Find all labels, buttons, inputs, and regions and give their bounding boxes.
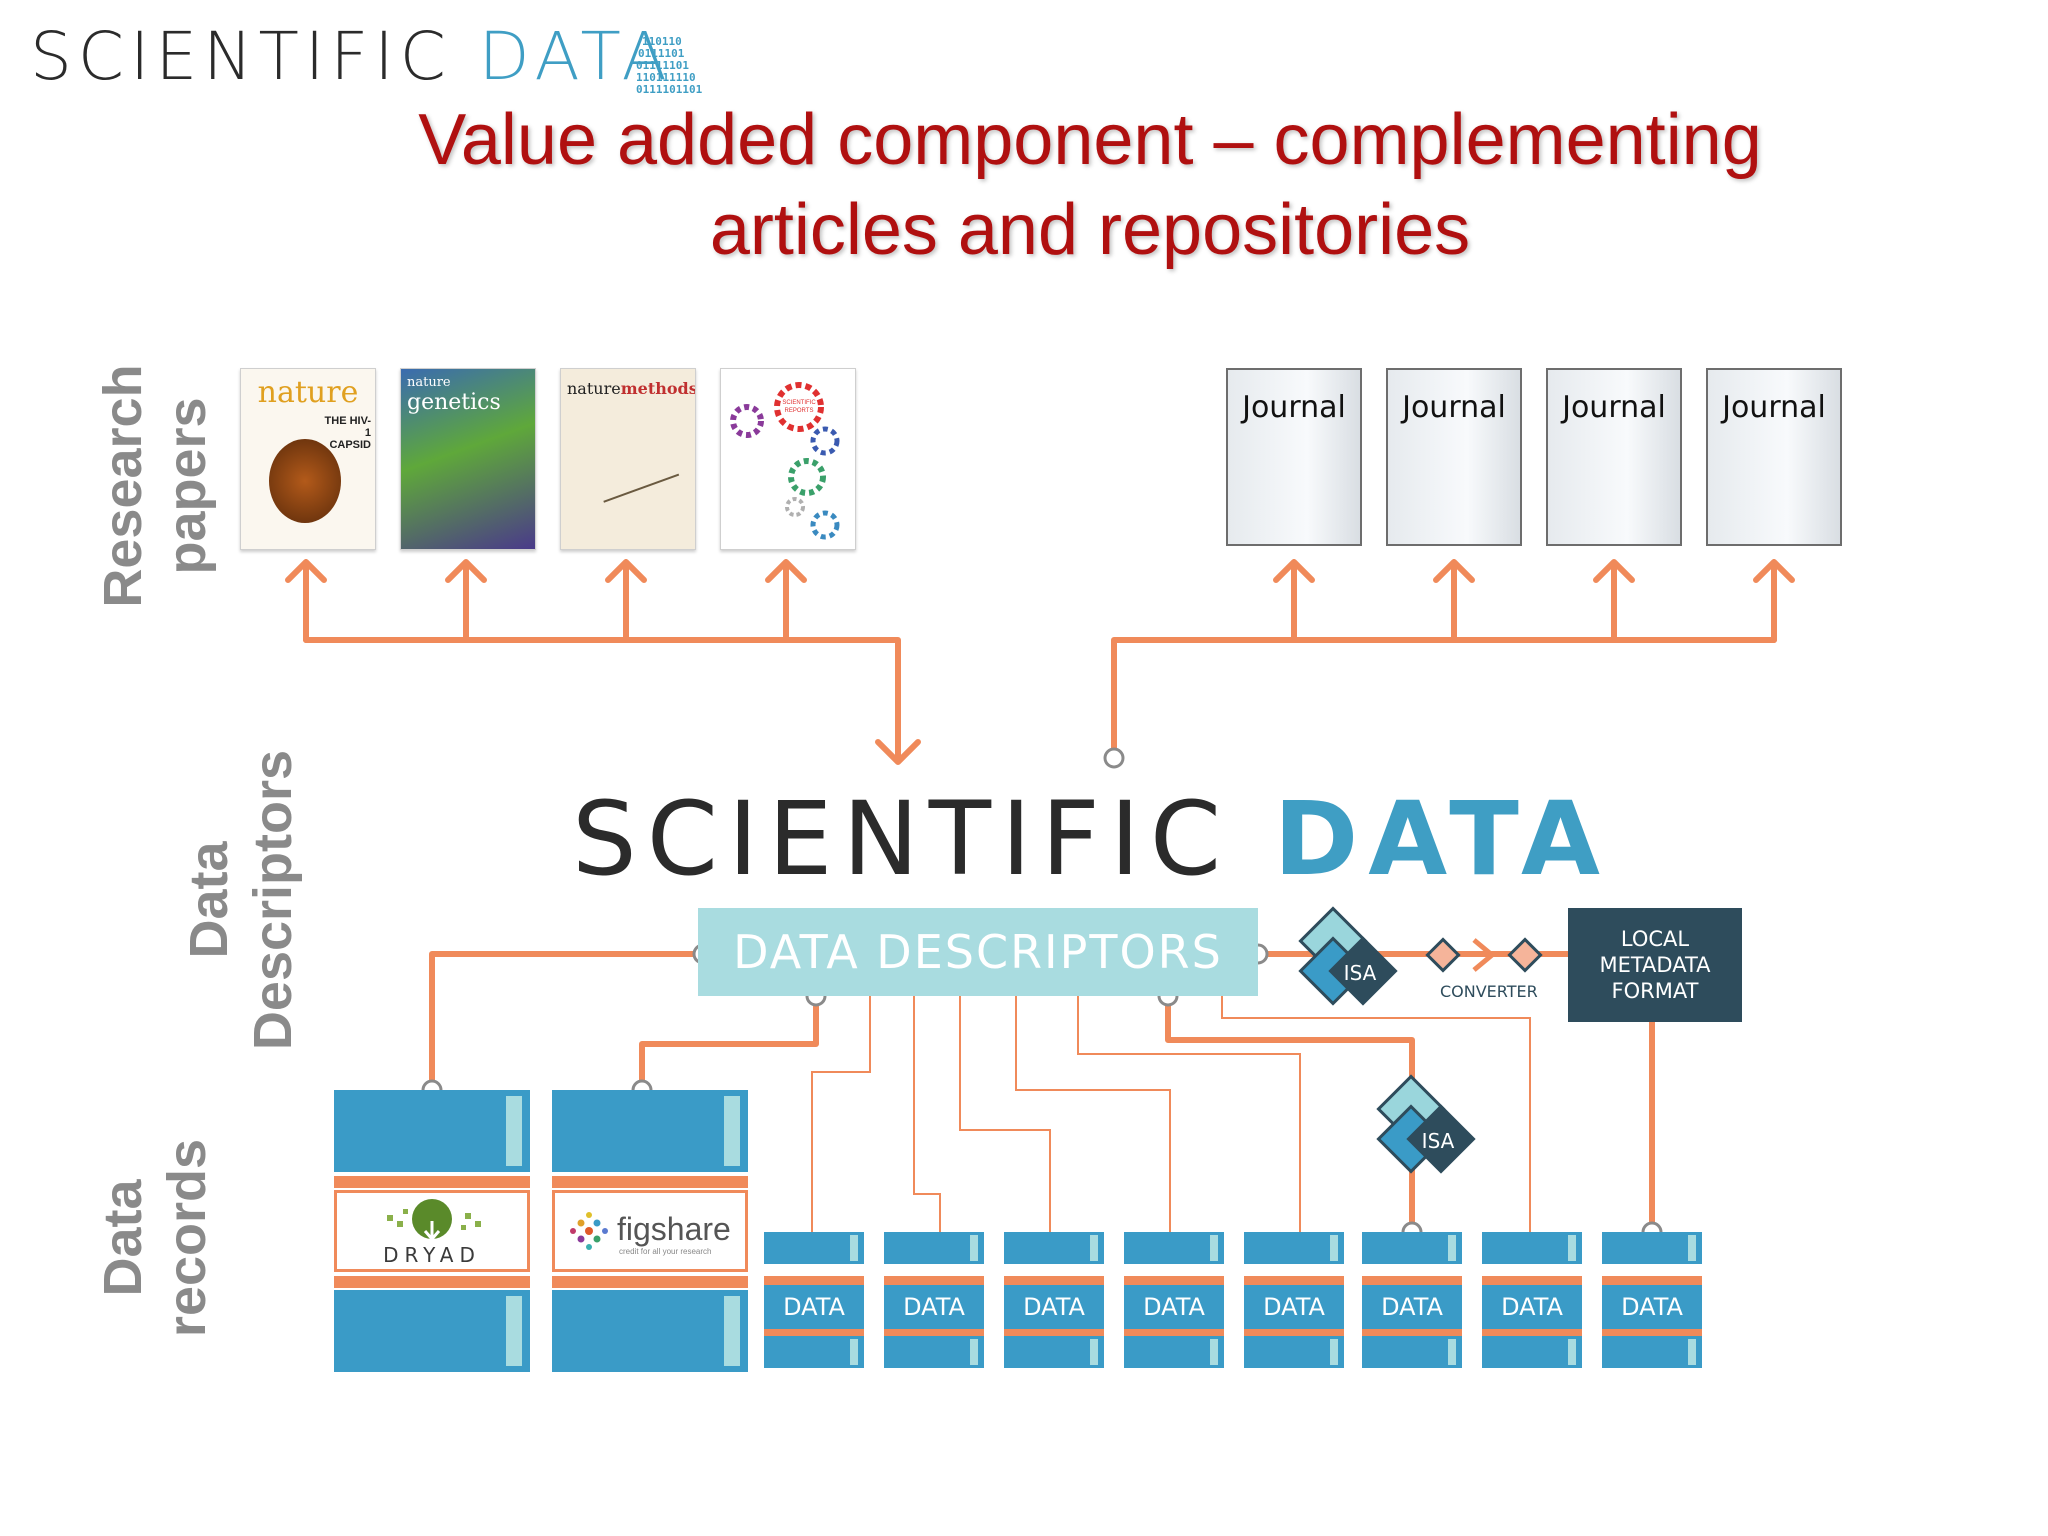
arrow-to-nature (285, 559, 327, 643)
thin-line-data-5 (1077, 996, 1301, 1232)
binary-line: 0111101 (638, 47, 685, 60)
cover-headline: nature (257, 375, 359, 410)
cover-subtitle: THE HIV-1 CAPSID (324, 415, 371, 451)
thin-line-data-7 (1221, 996, 1531, 1232)
local-metadata-line: METADATA (1599, 953, 1711, 977)
cover-subtitle: genetics (407, 390, 501, 415)
line-to-data-6 (1165, 993, 1415, 1235)
dryad-label: DRYAD (383, 1243, 481, 1267)
figshare-tagline: credit for all your research (619, 1247, 712, 1256)
arrow-down-to-scientific-data (303, 637, 921, 765)
journal-cover: Journal (1706, 368, 1842, 546)
arrow-to-journal-4 (1753, 559, 1795, 643)
dryad-tree-icon (387, 1199, 481, 1242)
figshare-dots-icon (570, 1212, 608, 1250)
cover-title: SCIENTIFIC REPORTS (777, 399, 821, 415)
data-record-label: DATA (764, 1276, 864, 1338)
converter-diamond-right (1507, 937, 1543, 973)
arrow-to-journal-2 (1433, 559, 1475, 643)
title-line-1: Value added component – complementing (418, 100, 1762, 180)
title-line-2: articles and repositories (709, 190, 1471, 270)
isa-label-bottom: ISA (1422, 1129, 1455, 1153)
logo-binary-digits: 110110 0111101 01111101 110111110 011110… (636, 36, 726, 96)
center-logo-word-data: DATA (1273, 780, 1610, 899)
arrow-to-methods (605, 559, 647, 643)
connector-node (1103, 747, 1125, 769)
isa-badge-bottom: ISA (1376, 1074, 1476, 1174)
data-record-label: DATA (1124, 1276, 1224, 1338)
converter-label: CONVERTER (1440, 982, 1538, 1001)
data-record: DATA (1124, 1232, 1224, 1368)
logo-word-scientific: SCIENTIFIC (30, 18, 452, 95)
data-record-label: DATA (1362, 1276, 1462, 1338)
scientific-data-center-logo: SCIENTIFIC DATA (572, 780, 1610, 899)
dryad-repository: DRYAD (334, 1090, 530, 1372)
line-from-scientific-data-to-journals (1111, 637, 1777, 758)
arrow-to-genetics (445, 559, 487, 643)
cover-headline: nature (407, 375, 451, 390)
line-to-figshare (639, 993, 819, 1093)
local-metadata-format-box: LOCAL METADATA FORMAT (1568, 908, 1742, 1022)
thin-line-data-1 (811, 996, 871, 1232)
data-record-label: DATA (1482, 1276, 1582, 1338)
scientific-data-logo: SCIENTIFIC DATA (30, 18, 673, 95)
nature-methods-cover: naturemethods (560, 368, 696, 550)
journal-cover: Journal (1226, 368, 1362, 546)
data-record-label: DATA (1004, 1276, 1104, 1338)
thin-line-data-3 (959, 996, 1051, 1232)
slide-title: Value added component – complementing ar… (300, 95, 1880, 275)
binary-line: 110111110 (636, 71, 696, 84)
center-logo-word-scientific: SCIENTIFIC (572, 780, 1232, 899)
line-to-dryad (429, 951, 706, 1093)
data-descriptors-box: DATA DESCRIPTORS (698, 908, 1258, 996)
thin-line-data-4 (1015, 996, 1171, 1232)
cover-subtitle: methods (620, 379, 696, 398)
isa-label-top: ISA (1344, 961, 1377, 985)
arrow-to-journal-3 (1593, 559, 1635, 643)
cover-illustration (582, 417, 680, 503)
converter-diamond-left (1425, 937, 1461, 973)
data-record: DATA (1244, 1232, 1344, 1368)
dryad-logo: DRYAD (334, 1190, 530, 1272)
figshare-logo: figshare credit for all your research (552, 1190, 748, 1272)
data-record-label: DATA (1602, 1276, 1702, 1338)
data-record: DATA (884, 1232, 984, 1368)
isa-badge-top: ISA (1298, 906, 1398, 1006)
nature-genetics-cover: nature genetics (400, 368, 536, 550)
cover-masthead: naturemethods (567, 379, 695, 398)
capsid-image (269, 439, 341, 523)
data-record: DATA (1482, 1232, 1582, 1368)
arrow-to-reports (765, 559, 807, 643)
data-record: DATA (1362, 1232, 1462, 1368)
converter-arrow-icon (1472, 938, 1496, 972)
binary-line: 01111101 (636, 59, 689, 72)
nature-cover: nature THE HIV-1 CAPSID (240, 368, 376, 550)
logo-word-data: DATA (478, 18, 673, 95)
figshare-repository: figshare credit for all your research (552, 1090, 748, 1372)
journal-cover: Journal (1386, 368, 1522, 546)
data-record-label: DATA (884, 1276, 984, 1338)
gears-icon (730, 382, 840, 540)
data-record-label: DATA (1244, 1276, 1344, 1338)
local-metadata-line: LOCAL (1620, 927, 1690, 951)
data-record: DATA (764, 1232, 864, 1368)
cover-headline: SCIENTIFIC (782, 400, 816, 406)
scientific-reports-cover: SCIENTIFIC REPORTS (720, 368, 856, 550)
data-record: DATA (1602, 1232, 1702, 1368)
cover-headline: nature (567, 379, 621, 398)
cover-subtitle: REPORTS (784, 408, 814, 414)
data-record: DATA (1004, 1232, 1104, 1368)
figshare-label: figshare (617, 1211, 731, 1247)
binary-line: 110110 (642, 35, 682, 48)
thin-line-data-2 (913, 996, 941, 1232)
binary-line: 0111101101 (636, 83, 703, 96)
journal-cover: Journal (1546, 368, 1682, 546)
arrow-to-journal-1 (1273, 559, 1315, 643)
local-metadata-line: FORMAT (1611, 979, 1699, 1003)
